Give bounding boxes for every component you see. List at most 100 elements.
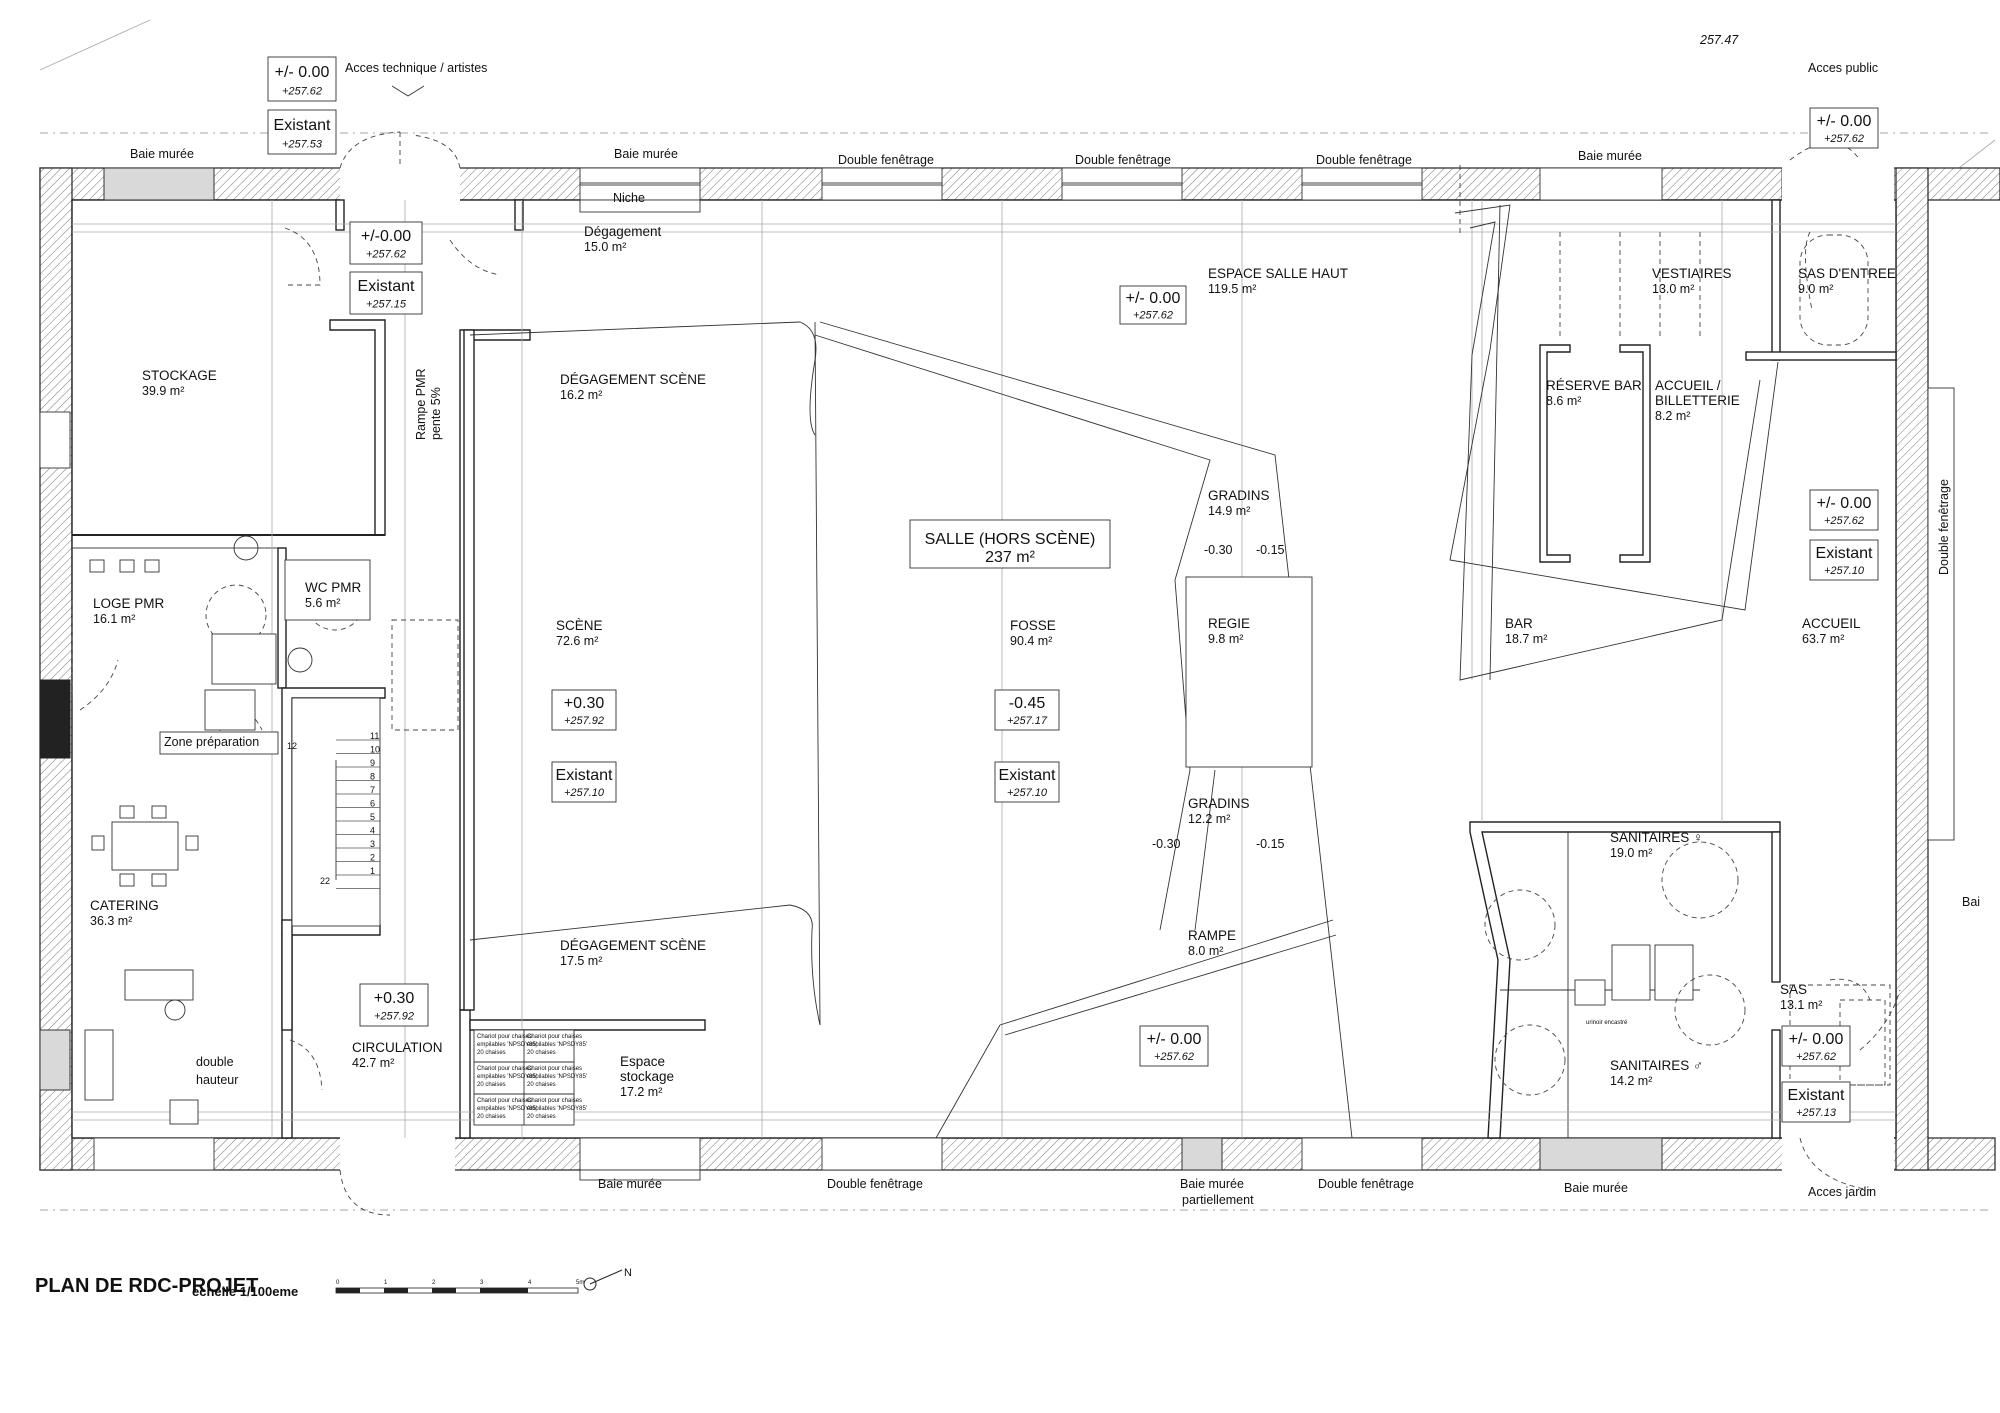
stair-number: 6 <box>370 799 375 809</box>
slope-label: -0.30 <box>1152 837 1181 851</box>
level-value: -0.45 <box>1009 695 1046 712</box>
svg-text:empilables 'NPSDY85': empilables 'NPSDY85' <box>477 1042 537 1048</box>
room-name: ESPACE SALLE HAUT <box>1208 266 1348 281</box>
level-marker: Existant+257.13 <box>1781 1081 1851 1123</box>
bai-label: Bai <box>1962 895 1980 909</box>
room-name: stockage <box>620 1069 674 1084</box>
room-name: SCÈNE <box>556 618 603 633</box>
svg-text:20 chaises: 20 chaises <box>477 1114 506 1120</box>
level-altitude: +257.92 <box>374 1011 414 1023</box>
room-area: 8.6 m² <box>1546 394 1581 408</box>
double-fenetrage-label: Double fenêtrage <box>838 153 934 167</box>
level-value: +/- 0.00 <box>1817 113 1872 130</box>
level-value: Existant <box>274 117 331 134</box>
room-area: 17.5 m² <box>560 954 602 968</box>
room-name: SANITAIRES ♂ <box>1610 1058 1703 1073</box>
room-area: 19.0 m² <box>1610 846 1652 860</box>
scale-tick: 0 <box>336 1280 340 1286</box>
level-marker: Existant +257.53 <box>267 109 337 155</box>
svg-text:empilables 'NPSDY85': empilables 'NPSDY85' <box>527 1042 587 1048</box>
room-name: LOGE PMR <box>93 596 165 611</box>
room-area: 8.2 m² <box>1655 409 1690 423</box>
room-area: 18.7 m² <box>1505 632 1547 646</box>
elevation-label: 257.47 <box>1699 33 1739 47</box>
level-marker: Existant+257.15 <box>349 271 423 315</box>
level-altitude: +257.13 <box>1796 1107 1837 1119</box>
bottom-openings <box>93 1136 1894 1181</box>
level-value: Existant <box>999 767 1056 784</box>
room-name: STOCKAGE <box>142 368 217 383</box>
level-value: +0.30 <box>564 695 605 712</box>
acces-public-label: Acces public <box>1808 61 1878 75</box>
svg-text:Chariot pour chaises: Chariot pour chaises <box>527 1066 582 1072</box>
baie-partielle-label-2: partiellement <box>1182 1193 1254 1207</box>
room-area: 17.2 m² <box>620 1085 662 1099</box>
exterior-walls <box>39 167 2000 1171</box>
right-window <box>1927 387 1955 841</box>
level-altitude: +257.62 <box>1824 133 1864 145</box>
svg-text:empilables 'NPSDY85': empilables 'NPSDY85' <box>527 1074 587 1080</box>
baie-muree-label: Baie murée <box>598 1177 662 1191</box>
stair-number: 7 <box>370 785 375 795</box>
level-marker: +/- 0.00+257.62 <box>1119 285 1187 325</box>
svg-text:Chariot pour chaises: Chariot pour chaises <box>477 1066 532 1072</box>
level-markers: +/- 0.00+257.62Existant+257.53+/-0.00+25… <box>267 56 1879 1123</box>
rampe-pmr-label: Rampe PMR <box>414 368 428 440</box>
stair-number: 9 <box>370 758 375 768</box>
room-area: 13.1 m² <box>1780 998 1822 1012</box>
svg-text:Chariot pour chaises: Chariot pour chaises <box>477 1098 532 1104</box>
level-value: +/- 0.00 <box>1817 495 1872 512</box>
level-marker: +0.30+257.92 <box>551 689 617 731</box>
stair-number: 12 <box>287 741 297 751</box>
room-name: FOSSE <box>1010 618 1056 633</box>
double-fenetrage-label: Double fenêtrage <box>827 1177 923 1191</box>
room-name: Dégagement <box>584 224 662 239</box>
room-name: BILLETTERIE <box>1655 393 1740 408</box>
site-line <box>39 19 151 71</box>
room-area: 90.4 m² <box>1010 634 1052 648</box>
annotations: Acces technique / artistes Acces public … <box>130 33 1980 1207</box>
room-name: GRADINS <box>1188 796 1250 811</box>
double-hauteur-label: double <box>196 1055 234 1069</box>
stair-number: 10 <box>370 745 380 755</box>
level-marker: +/- 0.00+257.62 <box>1139 1025 1209 1067</box>
slope-label: -0.15 <box>1256 543 1285 557</box>
room-area: 63.7 m² <box>1802 632 1844 646</box>
room-name: CATERING <box>90 898 159 913</box>
room-area: 39.9 m² <box>142 384 184 398</box>
room-name: Espace <box>620 1054 665 1069</box>
level-marker: Existant+257.10 <box>994 761 1060 803</box>
room-area: 14.2 m² <box>1610 1074 1652 1088</box>
svg-text:20 chaises: 20 chaises <box>477 1050 506 1056</box>
level-altitude: +257.62 <box>1796 1051 1836 1063</box>
level-altitude: +257.17 <box>1007 715 1048 727</box>
north-arrow: N <box>583 1267 632 1291</box>
room-area: 15.0 m² <box>584 240 626 254</box>
level-altitude: +257.62 <box>1154 1051 1194 1063</box>
svg-text:empilables 'NPSDY85': empilables 'NPSDY85' <box>527 1106 587 1112</box>
level-altitude: +257.53 <box>282 138 323 150</box>
svg-text:20 chaises: 20 chaises <box>527 1114 556 1120</box>
level-value: Existant <box>556 767 613 784</box>
room-name: SAS D'ENTREE <box>1798 266 1896 281</box>
scale-tick: 1 <box>384 1280 388 1286</box>
room-area: 16.2 m² <box>560 388 602 402</box>
room-name: GRADINS <box>1208 488 1270 503</box>
level-marker: +0.30+257.92 <box>359 983 429 1027</box>
room-name: RAMPE <box>1188 928 1236 943</box>
baie-muree-label: Baie murée <box>1578 149 1642 163</box>
